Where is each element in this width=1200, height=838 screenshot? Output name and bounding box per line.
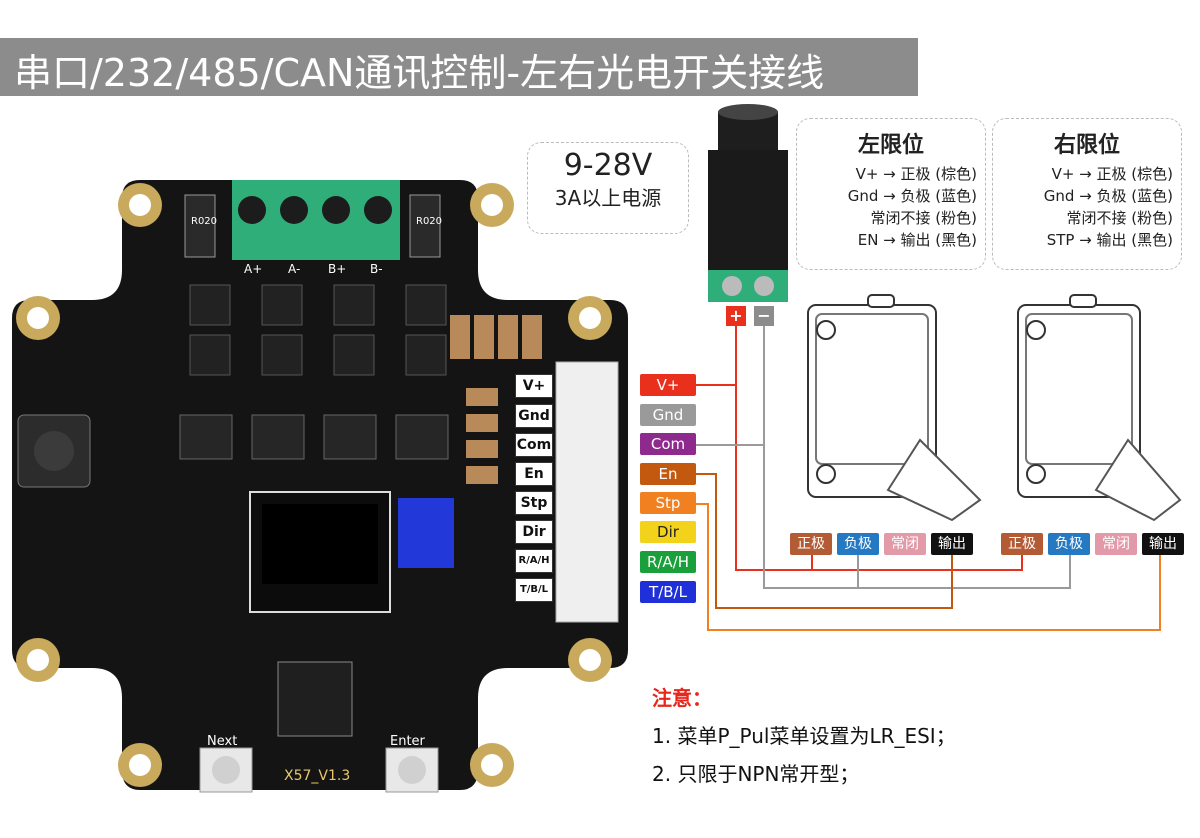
title-banner: 串口/232/485/CAN通讯控制-左右光电开关接线 xyxy=(0,38,918,96)
left-sensor-nc-label: 常闭 xyxy=(884,533,926,555)
right-limit-title: 右限位 xyxy=(1053,133,1120,158)
note-title: 注意： xyxy=(652,686,712,710)
power-current: 3A以上电源 xyxy=(554,186,662,210)
terminal-label-b-plus: B+ xyxy=(328,262,347,276)
right-limit-box: 右限位 V+ → 正极 (棕色) Gnd → 负极 (蓝色) 常闭不接 (粉色)… xyxy=(992,118,1182,270)
right-limit-line: 常闭不接 (粉色) xyxy=(1066,209,1173,227)
left-limit-line: 常闭不接 (粉色) xyxy=(870,209,977,227)
left-limit-line: Gnd → 负极 (蓝色) xyxy=(847,187,977,205)
power-jack xyxy=(708,104,788,302)
pcb-pin-tbl: T/B/L xyxy=(515,578,553,602)
right-sensor-negative-label: 负极 xyxy=(1048,533,1090,555)
next-button-label: Next xyxy=(207,734,238,749)
plus-marker: + xyxy=(726,306,746,326)
terminal-label-b-minus: B- xyxy=(370,262,383,276)
terminal-label-a-plus: A+ xyxy=(244,262,263,276)
right-sensor-output-label: 输出 xyxy=(1142,533,1184,555)
wiring xyxy=(696,318,1161,631)
pcb-pin-rah: R/A/H xyxy=(515,549,553,573)
pin-label-tbl: T/B/L xyxy=(640,581,696,603)
right-limit-line: Gnd → 负极 (蓝色) xyxy=(1043,187,1173,205)
pcb-pin-dir: Dir xyxy=(515,520,553,544)
power-voltage: 9-28V xyxy=(563,148,653,183)
right-limit-line: STP → 输出 (黑色) xyxy=(1046,231,1173,249)
resistor-label-left: R020 xyxy=(191,216,218,227)
pcb-pin-com: Com xyxy=(515,433,553,457)
pcb-pin-stp: Stp xyxy=(515,491,553,515)
left-limit-line: EN → 输出 (黑色) xyxy=(857,231,977,249)
resistor-label-right: R020 xyxy=(416,216,443,227)
pin-label-stp: Stp xyxy=(640,492,696,514)
pin-label-v-plus: V+ xyxy=(640,374,696,396)
right-limit-line: V+ → 正极 (棕色) xyxy=(1051,165,1173,183)
pin-label-en: En xyxy=(640,463,696,485)
left-sensor-positive-label: 正极 xyxy=(790,533,832,555)
left-photo-sensor xyxy=(807,294,982,522)
right-sensor-positive-label: 正极 xyxy=(1001,533,1043,555)
enter-button-label: Enter xyxy=(390,734,425,749)
pcb-pin-gnd: Gnd xyxy=(515,404,553,428)
right-photo-sensor xyxy=(1017,294,1182,522)
pin-label-com: Com xyxy=(640,433,696,455)
left-limit-title: 左限位 xyxy=(857,133,924,158)
left-sensor-output-label: 输出 xyxy=(931,533,973,555)
note-item: 2. 只限于NPN常开型； xyxy=(652,762,860,786)
pcb-pin-en: En xyxy=(515,462,553,486)
right-sensor-nc-label: 常闭 xyxy=(1095,533,1137,555)
terminal-label-a-minus: A- xyxy=(288,262,301,276)
left-limit-line: V+ → 正极 (棕色) xyxy=(855,165,977,183)
pin-label-gnd: Gnd xyxy=(640,404,696,426)
minus-marker: − xyxy=(754,306,774,326)
note-item: 1. 菜单P_Pul菜单设置为LR_ESI； xyxy=(652,724,956,748)
page-title: 串口/232/485/CAN通讯控制-左右光电开关接线 xyxy=(14,51,825,95)
board-version: X57_V1.3 xyxy=(284,768,351,784)
left-sensor-negative-label: 负极 xyxy=(837,533,879,555)
pin-label-dir: Dir xyxy=(640,521,696,543)
pcb-board xyxy=(12,180,628,793)
pin-label-rah: R/A/H xyxy=(640,551,696,573)
power-spec-box: 9-28V 3A以上电源 xyxy=(527,142,689,234)
pcb-pin-v-plus: V+ xyxy=(515,374,553,398)
left-limit-box: 左限位 V+ → 正极 (棕色) Gnd → 负极 (蓝色) 常闭不接 (粉色)… xyxy=(796,118,986,270)
